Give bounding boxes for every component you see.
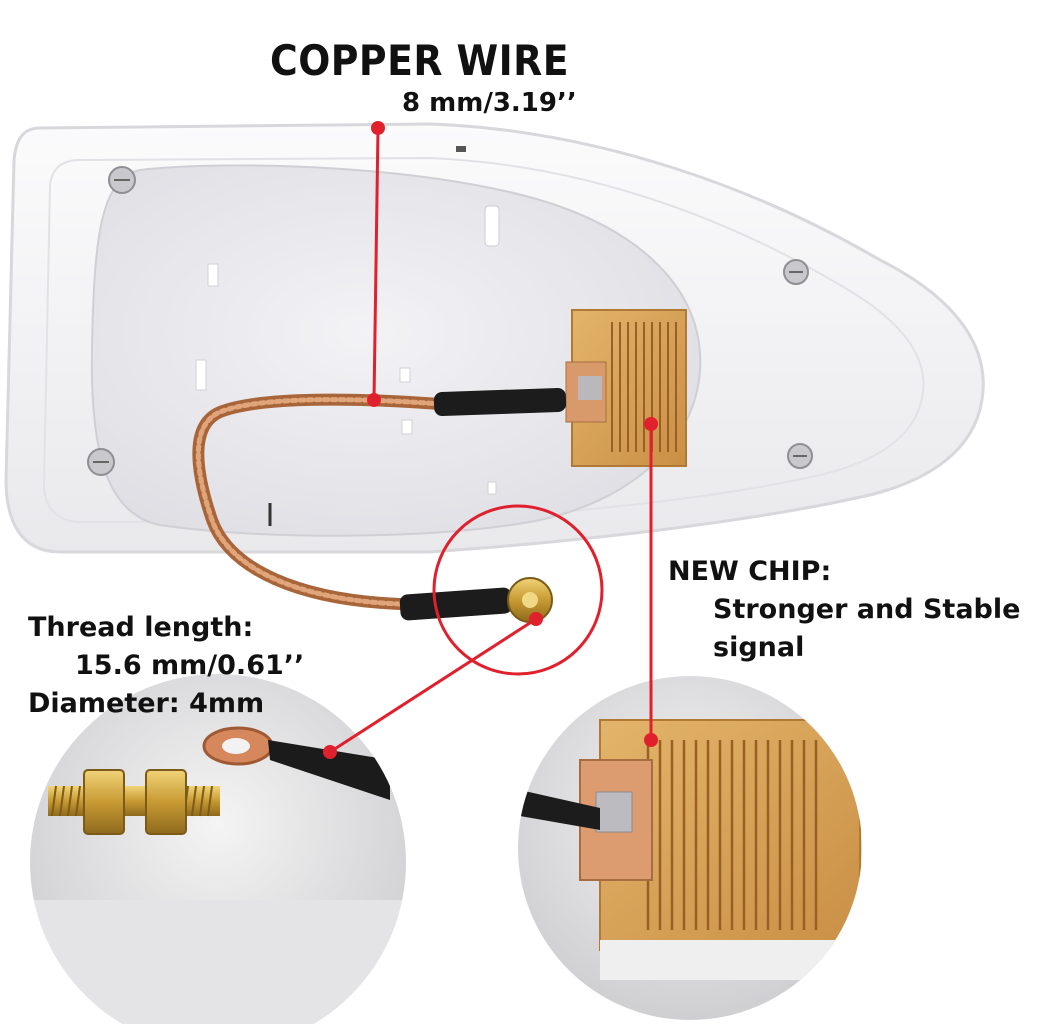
copper-wire-size: 8 mm/3.19’’: [402, 88, 577, 118]
new-chip-description-line1: Stronger and Stable: [713, 594, 1021, 625]
new-chip-title: NEW CHIP:: [668, 556, 832, 587]
housing-screws: [87, 166, 813, 476]
thread-length-label: Thread length:: [28, 612, 254, 643]
new-chip-description-line2: signal: [713, 632, 805, 663]
copper-wire-title: COPPER WIRE: [270, 36, 570, 85]
callout-lines: [323, 121, 658, 759]
chip-detail-photo: [518, 676, 862, 1020]
terminal-highlight-circle: [432, 504, 604, 676]
diameter-label: Diameter: 4mm: [28, 688, 265, 719]
thread-length-value: 15.6 mm/0.61’’: [75, 650, 305, 681]
thread-detail-photo: [30, 674, 406, 1024]
copper-wire: [192, 387, 567, 623]
antenna-chip: [565, 309, 687, 467]
antenna-housing: [4, 122, 985, 554]
